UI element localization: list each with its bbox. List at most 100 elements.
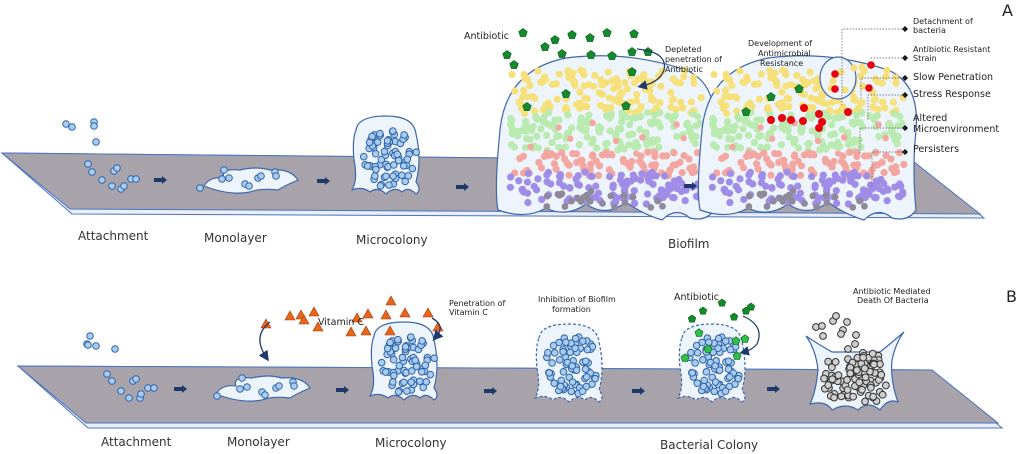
bacterium bbox=[757, 124, 764, 131]
bacterium bbox=[731, 93, 739, 101]
bacterium bbox=[880, 169, 888, 177]
bacterium bbox=[696, 119, 704, 128]
callout-slow-penetration: Slow Penetration bbox=[913, 72, 993, 83]
antibiotic-pentagon-icon bbox=[557, 49, 567, 58]
bacterium bbox=[762, 182, 770, 190]
dead-bacterium bbox=[846, 369, 855, 378]
resistant-cell bbox=[831, 70, 839, 78]
persister-cell bbox=[587, 187, 595, 195]
callout-resistant-2: Strain bbox=[913, 54, 937, 63]
bacterium bbox=[833, 143, 841, 151]
bacterium bbox=[723, 143, 732, 152]
dead-bacterium bbox=[881, 381, 890, 390]
bacterium bbox=[558, 149, 566, 157]
bacterium bbox=[506, 183, 514, 191]
bacterium bbox=[669, 95, 678, 103]
death-label-2: Death Of Bacteria bbox=[857, 296, 929, 305]
bacterium bbox=[565, 171, 573, 179]
bacterium bbox=[549, 341, 558, 350]
bacterium bbox=[629, 171, 637, 179]
bacterium bbox=[828, 98, 837, 106]
bacterium bbox=[381, 368, 390, 376]
bacterium bbox=[745, 171, 753, 179]
bacterium bbox=[795, 144, 803, 152]
bacterium bbox=[850, 161, 858, 169]
dead-bacterium bbox=[858, 385, 866, 394]
bacterium bbox=[879, 98, 887, 106]
dead-bacterium bbox=[868, 349, 877, 358]
bacterium bbox=[377, 358, 386, 367]
right-arrow-icon bbox=[174, 385, 187, 393]
bacterium bbox=[641, 85, 649, 93]
bacterium bbox=[520, 86, 528, 94]
bacterium bbox=[524, 198, 532, 207]
bacterium bbox=[779, 156, 787, 165]
bacterium bbox=[819, 171, 827, 179]
bacterium bbox=[531, 107, 539, 115]
dead-bacterium bbox=[837, 392, 846, 401]
antibiotic-pentagon-icon bbox=[550, 35, 560, 44]
bacterium bbox=[755, 95, 763, 103]
bacterium bbox=[552, 152, 560, 160]
persister-cell bbox=[849, 203, 857, 211]
bacterium bbox=[602, 140, 610, 148]
bacterium bbox=[537, 164, 546, 172]
bacterium bbox=[687, 98, 695, 106]
bacterium bbox=[412, 362, 421, 371]
panel-b-content bbox=[83, 295, 905, 411]
bacterium bbox=[607, 110, 615, 119]
bacterium bbox=[132, 175, 140, 183]
bacterium bbox=[734, 113, 742, 121]
bacterium bbox=[734, 374, 743, 383]
persister-cell bbox=[607, 192, 615, 200]
bacterium bbox=[629, 130, 637, 138]
antibiotic-pentagon-icon bbox=[629, 29, 639, 38]
bacterium bbox=[555, 124, 562, 131]
bacterium bbox=[714, 334, 723, 343]
bacterium bbox=[782, 82, 790, 90]
bacterium bbox=[835, 150, 842, 157]
bacterium bbox=[375, 129, 384, 138]
bacterium bbox=[731, 122, 739, 130]
bacterium bbox=[213, 392, 221, 400]
bacterium bbox=[594, 171, 603, 180]
bacterium bbox=[853, 119, 861, 127]
bacterium bbox=[578, 337, 587, 345]
bacterium bbox=[532, 113, 540, 121]
bacterium bbox=[794, 157, 802, 165]
persister-cell bbox=[823, 199, 831, 207]
bacterium bbox=[632, 97, 640, 105]
bacterium bbox=[677, 98, 685, 106]
bacterium bbox=[735, 132, 743, 140]
bacterium bbox=[900, 160, 908, 169]
curved-arrow-icon bbox=[739, 315, 760, 356]
dead-bacterium bbox=[824, 357, 833, 366]
bacterium bbox=[609, 152, 616, 159]
antibiotic-label-b: Antibiotic bbox=[674, 292, 719, 303]
curved-arrow-icon bbox=[258, 321, 271, 362]
bacterium bbox=[534, 175, 542, 183]
bacterium bbox=[775, 180, 784, 188]
dead-bacterium bbox=[844, 345, 852, 353]
bacterium bbox=[655, 143, 663, 151]
bacterium bbox=[661, 172, 669, 180]
dead-bacterium bbox=[870, 360, 878, 369]
bacterium bbox=[671, 112, 679, 120]
antibiotic-pentagon-icon bbox=[729, 312, 739, 321]
bacterium bbox=[636, 157, 644, 165]
bacterium bbox=[697, 94, 705, 102]
bacterium bbox=[807, 166, 815, 174]
bacterium bbox=[368, 132, 376, 141]
bacterium bbox=[576, 117, 585, 126]
persister-cell bbox=[556, 191, 563, 199]
bacterium bbox=[568, 124, 576, 132]
bacterium bbox=[871, 75, 879, 83]
stage-label-microcolony: Microcolony bbox=[356, 233, 428, 247]
antibiotic-pentagon-icon bbox=[694, 328, 704, 337]
antibiotic-pentagon-icon bbox=[740, 334, 750, 343]
bacterium bbox=[729, 143, 736, 151]
depleted-label-2: penetration of bbox=[665, 55, 722, 64]
bacterium bbox=[633, 150, 640, 157]
bacterium bbox=[612, 132, 620, 140]
bacterium bbox=[555, 356, 564, 364]
